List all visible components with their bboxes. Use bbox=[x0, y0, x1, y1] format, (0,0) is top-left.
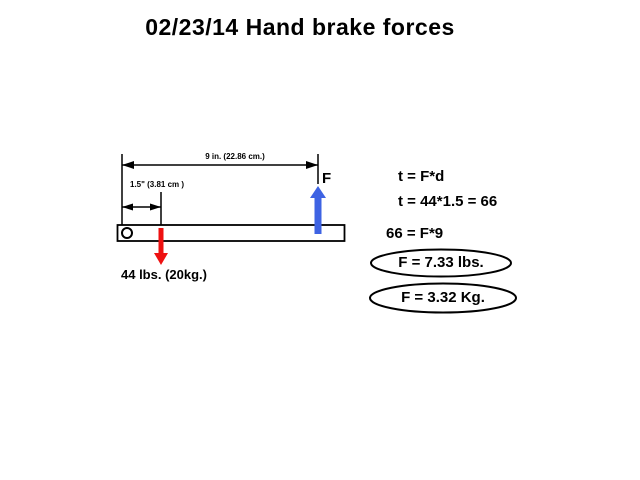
page-title: 02/23/14 Hand brake forces bbox=[145, 14, 455, 40]
equation-torque-formula: t = F*d bbox=[398, 168, 445, 185]
dimension-9in-label: 9 in. (22.86 cm.) bbox=[205, 152, 265, 161]
result-ellipse-kg bbox=[369, 282, 517, 314]
result-lbs-label: F = 7.33 lbs. bbox=[398, 254, 484, 271]
lever-beam bbox=[116, 224, 346, 242]
force-f-label: F bbox=[322, 170, 332, 187]
dimension-1-5in-arrowhead-left bbox=[122, 203, 133, 211]
result-ellipse-lbs bbox=[370, 248, 512, 278]
pivot-circle bbox=[121, 227, 133, 239]
weight-arrow-head bbox=[154, 253, 168, 265]
dimension-9in-arrowhead-right bbox=[306, 161, 318, 169]
dimension-9in-arrowhead-left bbox=[122, 161, 134, 169]
result-kg-label: F = 3.32 Kg. bbox=[401, 289, 485, 306]
weight-label: 44 lbs. (20kg.) bbox=[121, 267, 207, 282]
force-arrow-head bbox=[310, 186, 326, 198]
equation-torque-value: t = 44*1.5 = 66 bbox=[398, 193, 498, 210]
dimension-1-5in-label: 1.5" (3.81 cm ) bbox=[130, 180, 185, 189]
equation-solve-force: 66 = F*9 bbox=[386, 225, 444, 242]
dimension-1-5in-arrowhead-right bbox=[150, 203, 161, 211]
